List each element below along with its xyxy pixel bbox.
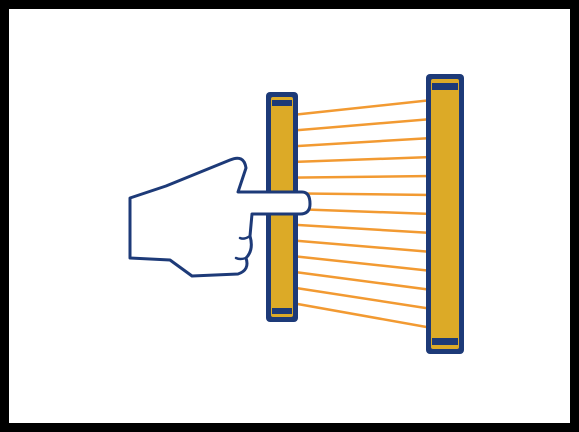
light-beam-icon <box>291 223 433 235</box>
light-beam-icon <box>291 117 433 132</box>
receiver-bar-icon <box>426 74 464 354</box>
light-beams <box>291 98 433 330</box>
light-beam-icon <box>291 286 433 311</box>
light-beam-icon <box>291 270 433 292</box>
light-beam-icon <box>291 174 433 179</box>
light-beam-icon <box>291 155 433 164</box>
light-beam-icon <box>291 136 433 148</box>
light-beam-icon <box>291 254 433 273</box>
light-beam-icon <box>291 98 433 117</box>
light-beam-icon <box>291 192 433 197</box>
light-beam-icon <box>291 301 433 330</box>
light-beam-icon <box>291 239 433 254</box>
hand-icon <box>128 156 312 278</box>
light-beam-icon <box>291 207 433 216</box>
